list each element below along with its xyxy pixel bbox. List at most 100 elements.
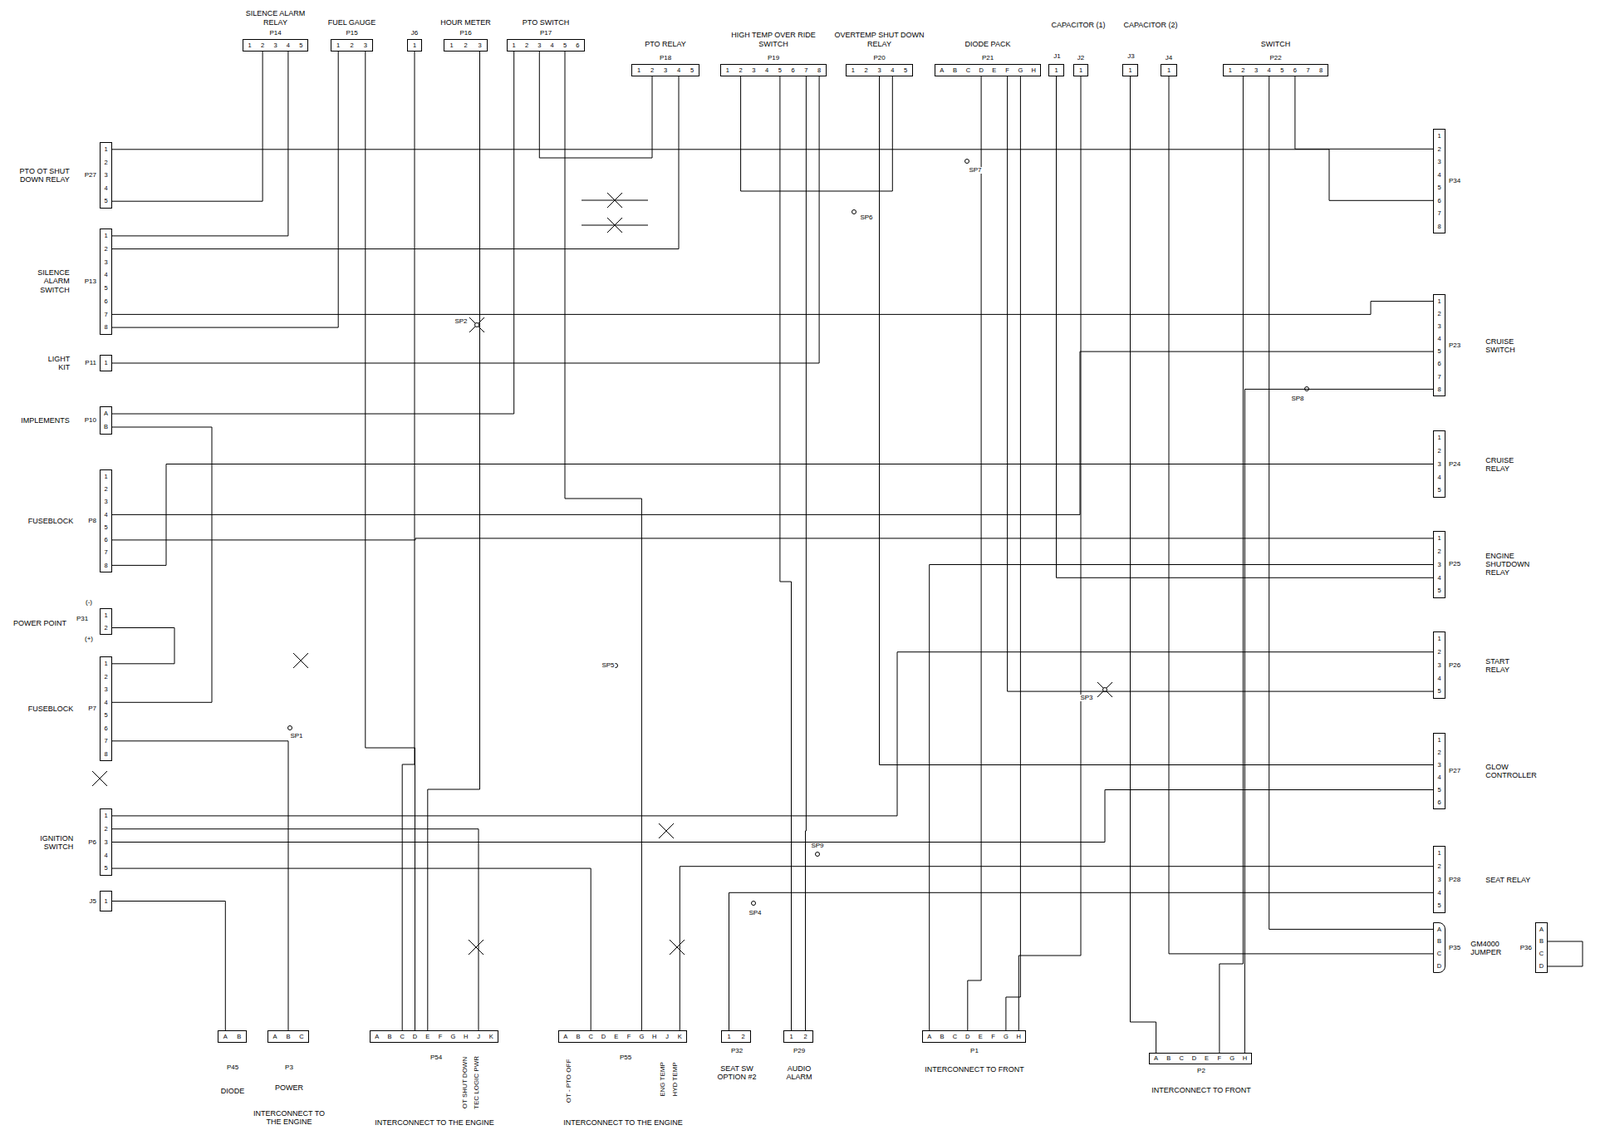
connector-heading: IGNITION SWITCHP6 [23,833,97,851]
connector-heading: FUEL GAUGEP15 [328,18,377,37]
connector-box: 12345678SILENCE ALARM SWITCHP13 [99,228,113,335]
wire [879,76,1434,766]
pin-number: 4 [1262,64,1277,76]
connector-box: ABCDEFGHP2INTERCONNECT TO FRONT [1148,1052,1252,1065]
splice-dot [475,323,480,328]
pin-number: 3 [100,682,112,697]
signal-label: TEC LOGIC PWR [472,1055,481,1110]
connector-box: 1CAPACITOR (1)J1 [1048,63,1065,77]
pin-number: 5 [558,39,571,51]
pin-row: 123456 [1433,733,1445,809]
wire [1007,76,1434,692]
pin-number: 4 [100,181,112,196]
pin-number: 8 [1433,382,1445,396]
connector-heading: DIODE PACKP21 [965,39,1012,62]
connector-ref: P23 [1448,342,1461,349]
pin-number: 5 [100,861,112,875]
connector-heading: START RELAYP26 [1448,656,1532,674]
pin-number: 1 [444,39,459,51]
pin-number: H [1026,64,1041,76]
pin-row: 12345678 [1433,294,1445,396]
pin-number: 8 [1314,64,1328,76]
connector-heading: FUSEBLOCKP7 [28,704,97,713]
pin-row: 1 [100,891,112,911]
pin-number: 4 [672,64,686,76]
pin-number: 1 [721,64,735,76]
pin-number: G [446,1030,460,1042]
pin-number: 5 [100,194,112,208]
pin-number: 3 [358,39,373,51]
pin-number: 1 [100,891,112,911]
pin-row: 1 [1074,64,1088,76]
wire [780,76,792,1031]
connector-heading: SWITCHP22 [1261,39,1291,62]
pin-number: 1 [1433,733,1445,747]
pin-number: 4 [100,508,112,521]
pin-number: B [100,420,112,434]
connector-label: AUDIO ALARM [780,1064,819,1082]
pin-number: 1 [100,470,112,483]
pin-number: 7 [100,546,112,560]
pin-number: 2 [100,156,112,170]
pin-number: 1 [784,1030,799,1042]
connector-box: 12345PTO OT SHUT DOWN RELAYP27 [99,142,113,209]
pin-number: H [459,1030,472,1042]
pin-number: 2 [645,64,659,76]
pin-number: 4 [281,39,295,51]
pin-row: 123456 [507,39,585,51]
pin-number: B [382,1030,396,1042]
connector-heading: CRUISE RELAYP24 [1448,455,1532,473]
pin-number: 3 [100,835,112,850]
wire [112,51,515,414]
pin-number: 4 [100,696,112,710]
wire [929,564,1434,1031]
pin-row: ABCD [1433,922,1445,972]
pin-number: 5 [1433,345,1445,359]
pin-number: 2 [458,39,473,51]
pin-number: 8 [100,559,112,572]
connector-ref: P13 [84,278,97,285]
connector-ref: P10 [84,417,97,424]
pin-row: 123 [331,39,373,51]
connector-ref: P21 [981,54,994,62]
connector-label: CAPACITOR (2) [1123,20,1178,30]
pin-number: C [961,64,976,76]
wire [967,76,982,1031]
connector-ref: P35 [1448,944,1461,952]
pin-number: 1 [846,64,860,76]
connector-label: POWER [274,1083,304,1092]
wire [112,790,1434,843]
pin-number: 2 [1236,64,1251,76]
connector-heading: J4 [1165,54,1173,62]
pin-row: 1 [1161,64,1177,76]
pin-number: 4 [885,64,899,76]
pin-row: AB [218,1030,246,1042]
connector-name: SILENCE ALARM SWITCH [19,268,70,295]
connector-heading: PTO OT SHUT DOWN RELAYP27 [11,166,97,185]
pin-number: A [1433,922,1445,936]
pin-number: 5 [1433,684,1445,698]
pin-row: 12345678 [100,657,112,761]
connector-name: GLOW CONTROLLER [1485,762,1548,781]
pin-number: 4 [100,848,112,862]
connector-label: P2 [1197,1066,1206,1075]
pin-number: F [986,1030,1000,1042]
pin-number: 1 [1433,632,1445,646]
pin-number: 3 [269,39,282,51]
pin-number: G [1014,64,1028,76]
connector-ref: J4 [1165,54,1173,62]
wire [112,868,591,1031]
connector-ref: P24 [1448,461,1461,468]
pin-number: G [635,1030,648,1042]
connector-ref: P18 [659,54,672,62]
connector-ref: P16 [459,29,472,37]
pin-number: G [1226,1053,1239,1064]
connector-name: IGNITION SWITCH [23,833,74,851]
pin-number: 2 [1433,142,1445,157]
pin-number: B [1433,935,1445,948]
wire [804,76,807,1031]
splice-dot [852,210,857,215]
pin-number: 2 [736,1030,751,1042]
pin-number: 2 [100,822,112,836]
